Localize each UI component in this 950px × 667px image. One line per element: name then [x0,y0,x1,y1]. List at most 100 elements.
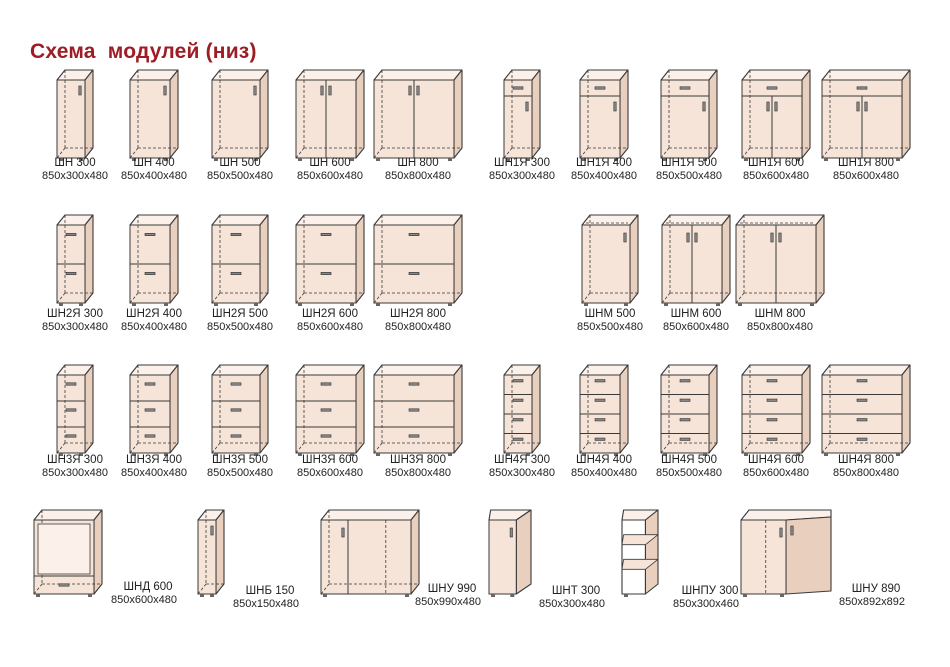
module-size: 850x800x480 [747,321,813,333]
module-size: 850x600x480 [743,467,809,479]
module-size: 850x500x480 [656,170,722,182]
module-size: 850x800x480 [385,321,451,333]
module-size: 850x500x480 [207,321,273,333]
module-size: 850x400x480 [571,467,637,479]
module-size: 850x150x480 [233,598,299,610]
module-size: 850x600x480 [297,467,363,479]
module-size: 850x500x480 [656,467,722,479]
module-size: 850x400x480 [121,170,187,182]
module-name: ШНУ 990 [428,583,477,595]
page-title: Схема модулей (низ) [30,40,257,63]
module-size: 850x500x480 [207,467,273,479]
module-name: ШНМ 600 [671,308,722,320]
module-name: ШН1Я 800 [838,157,894,169]
module-size: 850x990x480 [415,596,481,608]
module-name: ШН2Я 800 [390,308,446,320]
module-size: 850x300x480 [42,321,108,333]
module-name: ШН3Я 500 [212,454,268,466]
module-size: 850x600x480 [833,170,899,182]
module-name: ШНУ 890 [852,583,901,595]
module-name: ШН2Я 400 [126,308,182,320]
module-name: ШН 800 [397,157,438,169]
module-size: 850x300x480 [489,467,555,479]
module-size: 850x892x892 [839,596,905,608]
module-name: ШН1Я 300 [494,157,550,169]
module-name: ШН 600 [309,157,350,169]
module-size: 850x600x480 [297,321,363,333]
module-name: ШН4Я 400 [576,454,632,466]
module-name: ШНМ 500 [585,308,636,320]
module-name: ШН1Я 600 [748,157,804,169]
module-name: ШНПУ 300 [682,585,739,597]
module-size: 850x600x480 [663,321,729,333]
module-size: 850x300x480 [489,170,555,182]
module-size: 850x300x480 [539,598,605,610]
module-size: 850x400x480 [121,321,187,333]
module-name: ШН 300 [54,157,95,169]
module-name: ШН4Я 500 [661,454,717,466]
module-size: 850x300x480 [42,467,108,479]
module-size: 850x600x480 [111,594,177,606]
module-name: ШН1Я 400 [576,157,632,169]
module-name: ШНБ 150 [246,585,295,597]
module-name: ШНМ 800 [755,308,806,320]
module-name: ШН 400 [133,157,174,169]
module-name: ШН2Я 600 [302,308,358,320]
module-name: ШН3Я 600 [302,454,358,466]
module-size: 850x500x480 [207,170,273,182]
module-name: ШН3Я 400 [126,454,182,466]
module-size: 850x800x480 [385,170,451,182]
module-size: 850x300x480 [42,170,108,182]
module-size: 850x400x480 [121,467,187,479]
module-name: ШН2Я 300 [47,308,103,320]
module-size: 850x800x480 [833,467,899,479]
module-size: 850x600x480 [743,170,809,182]
module-name: ШН3Я 300 [47,454,103,466]
module-name: ШН3Я 800 [390,454,446,466]
module-name: ШН4Я 300 [494,454,550,466]
module-name: ШНД 600 [123,581,172,593]
module-name: ШНТ 300 [552,585,600,597]
module-size: 850x300x460 [673,598,739,610]
module-name: ШН4Я 800 [838,454,894,466]
module-name: ШН 500 [219,157,260,169]
module-size: 850x800x480 [385,467,451,479]
module-name: ШН4Я 600 [748,454,804,466]
module-name: ШН2Я 500 [212,308,268,320]
module-size: 850x600x480 [297,170,363,182]
module-name: ШН1Я 500 [661,157,717,169]
